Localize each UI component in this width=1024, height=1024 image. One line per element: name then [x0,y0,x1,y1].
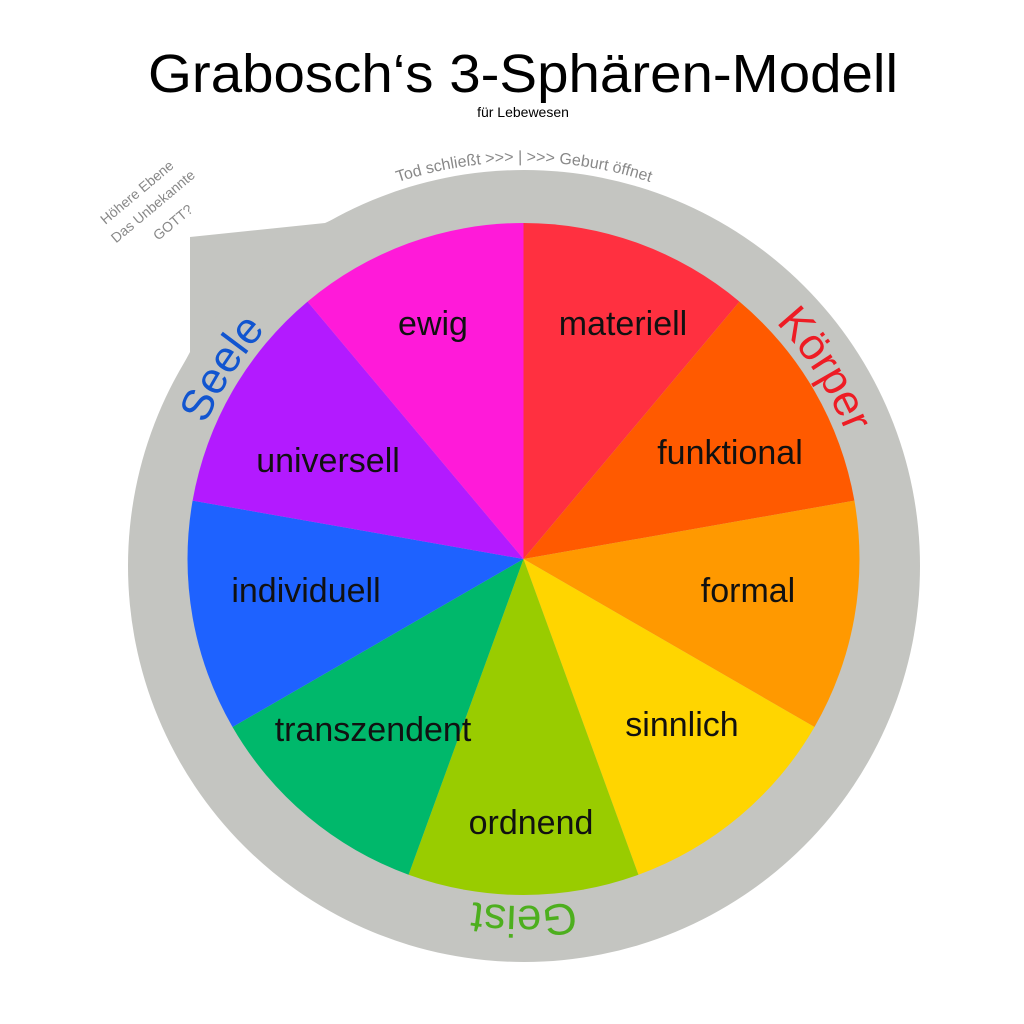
segment-ewig [307,223,524,559]
page-title: Grabosch‘s 3-Sphären-Modell [148,44,898,104]
segment-label: individuell [231,572,380,610]
segment-label: ewig [398,305,468,343]
segment-labels: materiell funktional formal sinnlich ordnend… [231,305,802,842]
segment-ordnend [408,559,639,895]
segment-transzendent [232,559,524,875]
segment-label: transzendent [275,711,472,749]
subtitle: für Lebewesen [477,104,569,120]
segment-materiell [523,223,740,559]
segment-label: universell [256,442,400,480]
segment-funktional [523,301,855,559]
segment-label: funktional [657,434,803,472]
segment-individuell [187,500,524,727]
segment-label: sinnlich [625,706,738,744]
sphere-label-geist: Geist [468,892,579,945]
segment-label: ordnend [469,804,594,842]
higher-level-note: Höhere Ebene Das Unbekannte GOTT? [97,157,198,246]
segment-label: materiell [559,305,687,343]
segment-universell [192,301,524,559]
segment-label: formal [701,572,795,610]
segment-sinnlich [523,559,815,875]
segment-wheel [187,223,860,895]
segment-formal [523,500,860,727]
